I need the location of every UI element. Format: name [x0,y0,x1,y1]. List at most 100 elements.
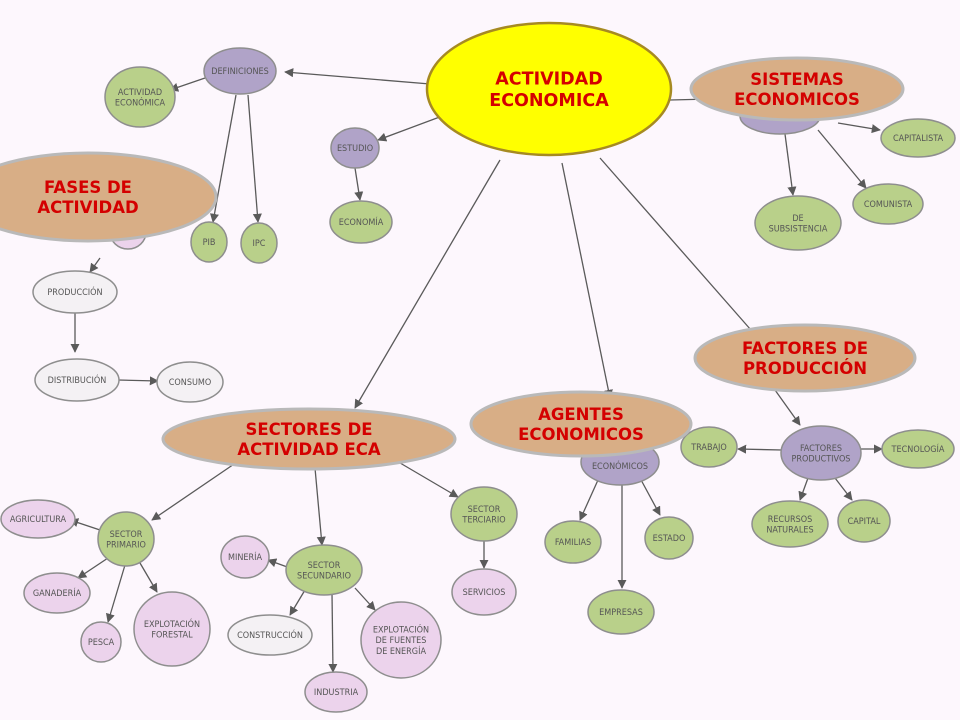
label-sistemas-economicos-text-line-1: SISTEMAS [750,70,844,89]
node-de-subsistencia-label-line-1: DE [792,214,803,224]
node-sector-secundario-label-line-1: SECTOR [308,561,341,571]
node-pesca-label-line-1: PESCA [88,638,115,648]
label-sectores-de-actividad-text-line-2: ACTIVIDAD ECA [237,440,380,459]
node-servicios-label: SERVICIOS [463,588,506,598]
node-consumo: CONSUMO [156,361,224,403]
node-pib-label: PIB [203,238,216,248]
node-construccion-label: CONSTRUCCIÓN [237,629,303,641]
node-ganaderia-label: GANADERÍA [33,587,82,599]
node-servicios: SERVICIOS [451,568,517,616]
node-actividad-economica-label-line-1: ACTIVIDAD [118,88,162,98]
node-estado-label-line-1: ESTADO [653,534,686,544]
node-factores-productivos-label-line-1: FACTORES [800,444,842,454]
node-empresas: EMPRESAS [587,589,655,635]
label-agentes-economicos-text-line-1: AGENTES [538,405,624,424]
node-tecnologia-label-line-1: TECNOLOGÍA [891,443,945,455]
label-factores-de-produccion-text-line-1: FACTORES DE [742,339,868,358]
node-sector-terciario-label-line-2: TERCIARIO [461,516,505,526]
node-distribucion: DISTRIBUCIÓN [34,358,120,402]
label-fases-de-actividad-text-line-2: ACTIVIDAD [37,198,138,217]
node-produccion: PRODUCCIÓN [32,270,118,314]
node-pesca-label: PESCA [88,638,115,648]
node-recursos-naturales-label-line-2: NATURALES [766,526,813,536]
node-trabajo: TRABAJO [680,426,738,468]
node-definiciones-label: DEFINICIONES [211,67,269,77]
node-sector-primario-label-line-1: SECTOR [110,530,143,540]
node-comunista-label: COMUNISTA [864,200,913,210]
node-trabajo-label-line-1: TRABAJO [690,443,727,453]
node-economia-label-line-1: ECONOMÍA [339,216,384,228]
node-distribucion-label: DISTRIBUCIÓN [48,374,107,386]
node-capitalista-label: CAPITALISTA [893,134,944,144]
node-produccion-label: PRODUCCIÓN [47,286,102,298]
node-economia-label: ECONOMÍA [339,216,384,228]
node-consumo-label-line-1: CONSUMO [169,378,212,388]
node-mineria-label-line-1: MINERÍA [228,551,263,563]
node-agricultura-label-line-1: AGRICULTURA [10,515,67,525]
node-familias-label-line-1: FAMILIAS [555,538,591,548]
node-ipc: IPC [240,222,278,264]
node-tecnologia-label: TECNOLOGÍA [891,443,945,455]
node-capital-label-line-1: CAPITAL [848,517,881,527]
node-de-subsistencia-label-line-2: SUBSISTENCIA [769,225,828,235]
node-estado-label: ESTADO [653,534,686,544]
node-estudio-label: ESTUDIO [337,144,373,154]
node-industria: INDUSTRIA [304,671,368,713]
node-comunista-label-line-1: COMUNISTA [864,200,913,210]
label-fases-de-actividad-text-line-1: FASES DE [44,178,132,197]
node-explotacion-forestal-label-line-2: FORESTAL [151,631,193,641]
node-familias-label: FAMILIAS [555,538,591,548]
node-economicos-label: ECONÓMICOS [592,460,648,472]
node-produccion-label-line-1: PRODUCCIÓN [47,286,102,298]
node-explotacion-fuentes-label-line-3: DE ENERGÍA [376,645,426,657]
node-capitalista-label-line-1: CAPITALISTA [893,134,944,144]
node-servicios-label-line-1: SERVICIOS [463,588,506,598]
node-explotacion-forestal-label-line-1: EXPLOTACIÓN [144,618,200,630]
node-sector-primario-label-line-2: PRIMARIO [106,541,146,551]
node-ipc-label-line-1: IPC [253,239,266,249]
node-capital: CAPITAL [837,499,891,543]
node-mineria-label: MINERÍA [228,551,263,563]
node-definiciones-label-line-1: DEFINICIONES [211,67,269,77]
node-pib-label-line-1: PIB [203,238,216,248]
node-ganaderia-label-line-1: GANADERÍA [33,587,82,599]
label-sistemas-economicos-text-line-2: ECONOMICOS [734,90,860,109]
node-explotacion-fuentes-label-line-1: EXPLOTACIÓN [373,623,429,635]
node-economia: ECONOMÍA [329,200,393,244]
node-ganaderia: GANADERÍA [23,572,91,614]
node-consumo-label: CONSUMO [169,378,212,388]
node-distribucion-label-line-1: DISTRIBUCIÓN [48,374,107,386]
center-node-label-line-1: ACTIVIDAD [495,70,603,90]
label-sectores-de-actividad-text-line-1: SECTORES DE [245,420,372,439]
label-factores-de-produccion-text-line-2: PRODUCCIÓN [743,359,867,378]
node-sector-secundario-label-line-2: SECUNDARIO [297,572,351,582]
node-agricultura: AGRICULTURA [0,499,76,539]
node-industria-label-line-1: INDUSTRIA [314,688,359,698]
node-construccion-label-line-1: CONSTRUCCIÓN [237,629,303,641]
node-mineria: MINERÍA [220,535,270,579]
node-pib: PIB [190,221,228,263]
